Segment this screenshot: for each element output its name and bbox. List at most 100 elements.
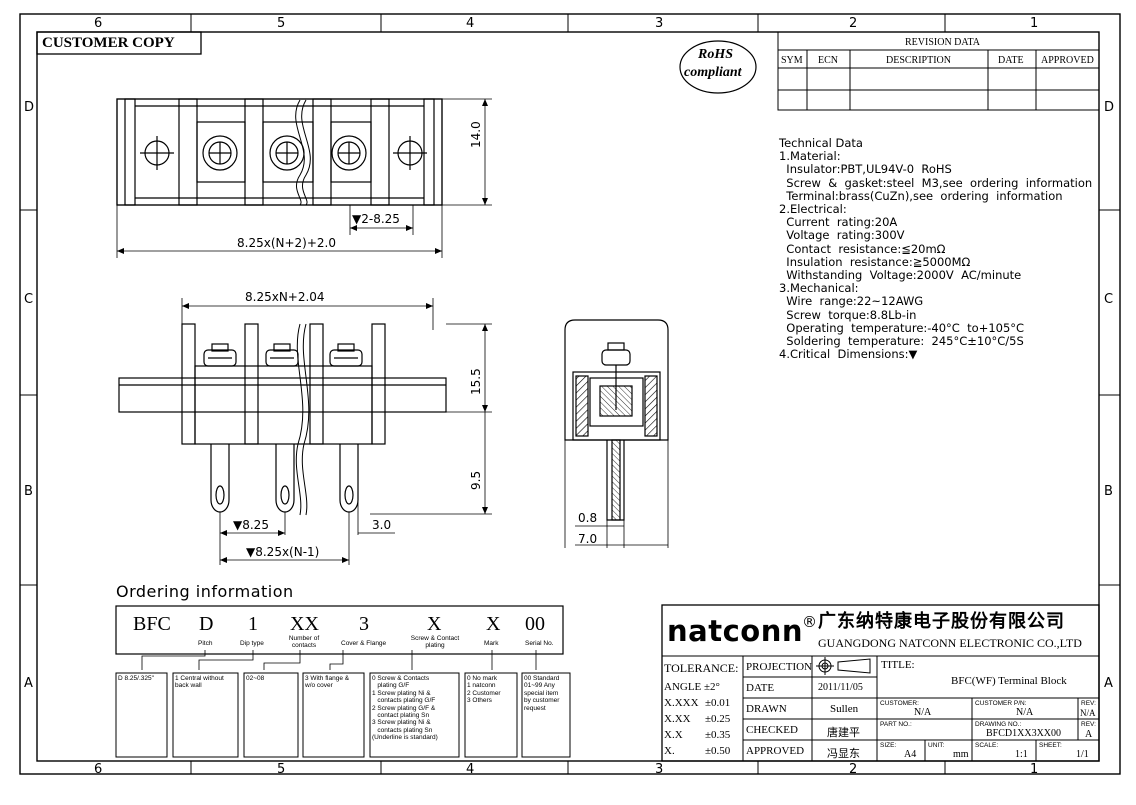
top-view (116, 98, 492, 258)
tol-angle-value: ±2° (704, 681, 720, 693)
tech-line: Current rating:20A (779, 215, 898, 230)
tech-line: Soldering temperature: 245°C±10°C/5S (779, 334, 1024, 349)
rev-label: REV: (1081, 700, 1096, 707)
revision-title: REVISION DATA (905, 37, 981, 48)
tech-line: Screw torque:8.8Lb-in (779, 307, 917, 322)
zone-left-a: A (24, 676, 33, 691)
code-pitch: D (199, 613, 214, 635)
dim-pin-offset: 3.0 (372, 518, 392, 532)
zone-left-c: C (24, 292, 34, 307)
zone-top-6: 6 (94, 16, 103, 31)
rev-col-ecn: ECN (818, 55, 838, 66)
rev-col-description: DESCRIPTION (886, 55, 952, 66)
dim-side-width: 7.0 (578, 532, 598, 546)
brand-logo: natconn (667, 614, 803, 648)
tech-line: Wire range:22~12AWG (779, 294, 924, 309)
company-name-en: GUANGDONG NATCONN ELECTRONIC CO.,LTD (818, 636, 1082, 650)
code-plating: X (427, 613, 442, 635)
option-box-plating: 0 Screw & Contacts plating G/F 1 Screw p… (372, 675, 438, 742)
zone-top-2: 2 (849, 16, 858, 31)
zone-right-b: B (1104, 484, 1113, 499)
tech-line: Screw & gasket:steel M3,see ordering inf… (779, 175, 1093, 190)
date-label: DATE (746, 682, 775, 694)
rev-col-date: DATE (998, 55, 1024, 66)
caption-serial: Serial No. (525, 640, 554, 647)
company-name-cn: 广东纳特康电子股份有限公司 (818, 611, 1065, 632)
zone-right-c: C (1104, 292, 1114, 307)
option-box-serial: 00 Standard 01~99 Any special item by cu… (524, 675, 560, 712)
zone-bottom-5: 5 (277, 762, 286, 777)
tol-xxxx-key: X.XXX (664, 697, 699, 709)
size-label: SIZE: (880, 742, 897, 749)
checked-label: CHECKED (746, 724, 798, 736)
code-cover: 3 (359, 613, 369, 635)
tol-xx-value: ±0.35 (705, 729, 731, 741)
approved-label: APPROVED (746, 745, 805, 757)
tech-line: Insulator:PBT,UL94V-0 RoHS (779, 162, 952, 177)
scale-value: 1:1 (1015, 749, 1028, 760)
sheet-label: SHEET: (1039, 742, 1062, 749)
customer-pn-label: CUSTOMER P/N: (975, 700, 1027, 707)
size-value: A4 (904, 749, 917, 760)
brand-registered-mark: ® (802, 613, 817, 631)
caption-pitch: Pitch (198, 640, 213, 647)
ordering-heading: Ordering information (116, 582, 294, 601)
tol-angle-key: ANGLE (664, 681, 702, 693)
code-dip-type: 1 (248, 613, 258, 635)
drawing-no-value: BFCD1XX3XX00 (986, 728, 1062, 739)
outer-border (19, 13, 1121, 775)
tech-line: Insulation resistance:≧5000MΩ (779, 254, 971, 269)
sheet-value: 1/1 (1076, 749, 1089, 760)
scale-label: SCALE: (975, 742, 999, 749)
rev-col-sym: SYM (781, 55, 803, 66)
tol-xx-key: X.X (664, 729, 683, 741)
tol-xxx-key: X.XX (664, 713, 691, 725)
zone-bottom-6: 6 (94, 762, 103, 777)
rev2-label: REV: (1081, 721, 1096, 728)
tech-line: Terminal:brass(CuZn),see ordering inform… (779, 188, 1063, 203)
date-value: 2011/11/05 (818, 682, 863, 693)
title-block-grid (661, 604, 1100, 762)
unit-label: UNIT: (928, 742, 945, 749)
option-box-contacts: 02~08 (246, 675, 265, 682)
customer-copy-label: CUSTOMER COPY (42, 35, 175, 51)
zone-bottom-1: 1 (1030, 762, 1039, 777)
tolerance-label: TOLERANCE: (664, 661, 739, 675)
rev-value: N/A (1080, 708, 1096, 718)
caption-dip-type: Dip type (240, 640, 264, 647)
tech-line: Operating temperature:-40°C to+105°C (779, 320, 1025, 335)
dim-pitch: ▼8.25 (233, 518, 269, 532)
side-section-view (564, 319, 669, 548)
zone-bottom-2: 2 (849, 762, 858, 777)
dim-pin-length: 9.5 (469, 470, 483, 490)
projection-label: PROJECTION (746, 661, 813, 673)
dim-front-length: 8.25xN+2.04 (245, 290, 325, 304)
approved-value: 冯显东 (827, 748, 860, 760)
rev-col-approved: APPROVED (1041, 55, 1094, 66)
tol-x-key: X. (664, 745, 675, 757)
code-mark: X (486, 613, 501, 635)
checked-value: 唐建平 (827, 727, 860, 739)
tech-line: Withstanding Voltage:2000V AC/minute (779, 268, 1022, 283)
tech-line: Technical Data (779, 136, 863, 150)
rohs-text: RoHS (698, 47, 734, 62)
option-box-mark: 0 No mark 1 natconn 2 Customer 3 Others (467, 675, 501, 705)
dim-pin-thickness: 0.8 (578, 511, 598, 525)
dim-front-height: 15.5 (469, 368, 483, 395)
code-series: BFC (133, 613, 171, 635)
drawing-no-label: DRAWING NO.: (975, 721, 1022, 728)
zone-bottom-4: 4 (466, 762, 475, 777)
rohs-badge (679, 40, 757, 94)
tech-line: 2.Electrical: (779, 202, 847, 217)
zone-right-a: A (1104, 676, 1113, 691)
customer-label: CUSTOMER: (880, 700, 919, 707)
option-box-dip-type: 1 Central without back wall (175, 675, 224, 690)
code-contacts: XX (290, 613, 319, 635)
compliant-text: compliant (684, 65, 742, 80)
zone-left-b: B (24, 484, 33, 499)
title-value: BFC(WF) Terminal Block (951, 675, 1067, 687)
zone-top-3: 3 (655, 16, 664, 31)
tech-line: 1.Material: (779, 149, 841, 164)
